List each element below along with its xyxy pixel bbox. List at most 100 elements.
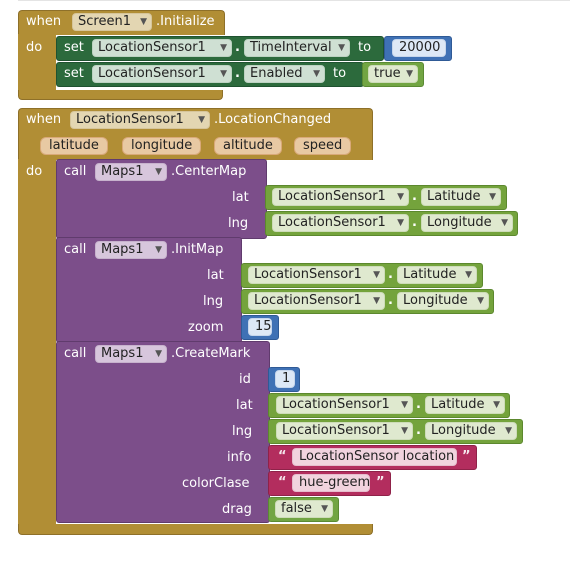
maps-component-dropdown[interactable]: Maps1 ▼ [95, 345, 167, 363]
dropdown-triangle-icon: ▼ [155, 167, 162, 177]
dot-separator: . [416, 423, 421, 438]
component-name: LocationSensor1 [98, 40, 206, 55]
call-label: call [64, 164, 87, 179]
info-text-field[interactable]: LocationSensor location [292, 448, 457, 466]
getter-component-dropdown[interactable]: LocationSensor1 ▼ [248, 292, 385, 310]
dot-separator: . [388, 293, 393, 308]
call-label: call [64, 242, 87, 257]
dot-separator: . [416, 397, 421, 412]
boolean-dropdown[interactable]: true ▼ [368, 65, 418, 83]
dropdown-triangle-icon: ▼ [501, 218, 508, 228]
arg-lat-label: lat [236, 398, 253, 413]
method-name: .CenterMap [171, 164, 247, 179]
dropdown-triangle-icon: ▼ [493, 400, 500, 410]
event-footer [18, 524, 373, 535]
set-label: set [64, 40, 84, 55]
quote-open: “ [278, 449, 287, 464]
getter-property-dropdown[interactable]: Latitude ▼ [425, 396, 505, 414]
getter-property-dropdown[interactable]: Longitude ▼ [397, 292, 489, 310]
call-createmark-block[interactable] [56, 341, 270, 523]
call-label: call [64, 346, 87, 361]
drag-boolean-dropdown[interactable]: false ▼ [275, 500, 333, 518]
color-text-field[interactable]: hue-greem [292, 474, 370, 492]
screen1-dropdown[interactable]: Screen1 ▼ [72, 13, 152, 31]
property-name: Longitude [431, 423, 496, 438]
dropdown-triangle-icon: ▼ [220, 69, 227, 79]
getter-property-dropdown[interactable]: Latitude ▼ [397, 266, 477, 284]
dot-separator: . [412, 215, 417, 230]
id-number-field[interactable]: 1 [275, 370, 295, 388]
when-label: when [26, 14, 62, 29]
getter-component-dropdown[interactable]: LocationSensor1 ▼ [276, 396, 413, 414]
arg-lng-label: lng [228, 216, 249, 231]
component-name: LocationSensor1 [98, 66, 206, 81]
dot-separator: . [235, 40, 240, 55]
set-property-dropdown[interactable]: TimeInterval ▼ [244, 39, 350, 57]
quote-open: “ [278, 475, 287, 490]
property-name: Longitude [427, 215, 492, 230]
getter-component-dropdown[interactable]: LocationSensor1 ▼ [272, 214, 409, 232]
dropdown-triangle-icon: ▼ [489, 192, 496, 202]
param-latitude[interactable]: latitude [40, 137, 108, 155]
set-property-dropdown[interactable]: Enabled ▼ [244, 65, 325, 83]
do-label: do [26, 164, 43, 179]
to-label: to [358, 40, 372, 55]
getter-property-dropdown[interactable]: Latitude ▼ [421, 188, 501, 206]
component-name: LocationSensor1 [76, 112, 184, 127]
method-name: .InitMap [171, 242, 224, 257]
to-label: to [333, 66, 347, 81]
component-name: Maps1 [101, 164, 144, 179]
dropdown-triangle-icon: ▼ [140, 17, 147, 27]
dropdown-triangle-icon: ▼ [373, 296, 380, 306]
getter-component-dropdown[interactable]: LocationSensor1 ▼ [276, 422, 413, 440]
dot-separator: . [412, 189, 417, 204]
dropdown-triangle-icon: ▼ [401, 426, 408, 436]
component-name: Maps1 [101, 242, 144, 257]
quote-close: ” [462, 449, 471, 464]
arg-lat-label: lat [207, 268, 224, 283]
sensor-dropdown[interactable]: LocationSensor1 ▼ [70, 111, 210, 129]
boolean-value: false [281, 501, 312, 516]
event-left-bar [18, 34, 56, 92]
dropdown-triangle-icon: ▼ [397, 218, 404, 228]
component-name: LocationSensor1 [282, 423, 390, 438]
param-speed[interactable]: speed [294, 137, 352, 155]
set-label: set [64, 66, 84, 81]
when-label: when [26, 112, 62, 127]
arg-info-label: info [227, 450, 252, 465]
quote-close: ” [376, 475, 385, 490]
param-longitude[interactable]: longitude [122, 137, 202, 155]
number-field[interactable]: 20000 [392, 39, 446, 57]
dropdown-triangle-icon: ▼ [313, 69, 320, 79]
component-name: Screen1 [78, 14, 131, 29]
dropdown-triangle-icon: ▼ [373, 270, 380, 280]
dropdown-triangle-icon: ▼ [198, 115, 205, 125]
property-name: Latitude [431, 397, 485, 412]
component-name: LocationSensor1 [278, 215, 386, 230]
dropdown-triangle-icon: ▼ [465, 270, 472, 280]
event-left-bar [18, 159, 56, 527]
getter-property-dropdown[interactable]: Longitude ▼ [425, 422, 517, 440]
component-name: LocationSensor1 [254, 293, 362, 308]
property-name: Enabled [250, 66, 303, 81]
getter-property-dropdown[interactable]: Longitude ▼ [421, 214, 513, 232]
set-component-dropdown[interactable]: LocationSensor1 ▼ [92, 65, 232, 83]
dot-separator: . [235, 66, 240, 81]
component-name: LocationSensor1 [282, 397, 390, 412]
dropdown-triangle-icon: ▼ [321, 504, 328, 514]
set-component-dropdown[interactable]: LocationSensor1 ▼ [92, 39, 232, 57]
property-name: TimeInterval [250, 40, 332, 55]
maps-component-dropdown[interactable]: Maps1 ▼ [95, 241, 167, 259]
dropdown-triangle-icon: ▼ [155, 245, 162, 255]
getter-component-dropdown[interactable]: LocationSensor1 ▼ [248, 266, 385, 284]
param-altitude[interactable]: altitude [214, 137, 282, 155]
event-name: .LocationChanged [214, 112, 332, 127]
maps-component-dropdown[interactable]: Maps1 ▼ [95, 163, 167, 181]
dropdown-triangle-icon: ▼ [505, 426, 512, 436]
dropdown-triangle-icon: ▼ [406, 69, 413, 79]
arg-colorclase-label: colorClase [182, 476, 250, 491]
dropdown-triangle-icon: ▼ [477, 296, 484, 306]
zoom-number-field[interactable]: 15 [248, 318, 272, 336]
getter-component-dropdown[interactable]: LocationSensor1 ▼ [272, 188, 409, 206]
dot-separator: . [388, 267, 393, 282]
